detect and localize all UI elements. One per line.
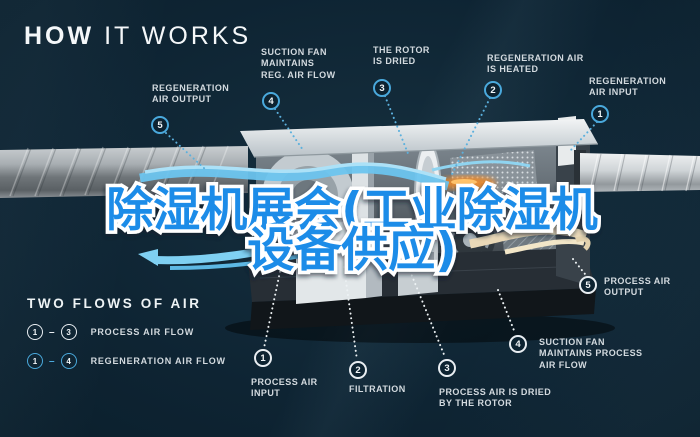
- label-filtration: FILTRATION: [349, 384, 406, 394]
- page-title-bold: HOW: [24, 22, 95, 50]
- legend-row-process: 1 – 3 PROCESS AIR FLOW: [27, 324, 226, 340]
- label-suction-fan-reg: SUCTION FAN MAINTAINS REG. AIR FLOW: [261, 47, 336, 80]
- label-suction-fan-process: SUCTION FAN MAINTAINS PROCESS AIR FLOW: [539, 337, 643, 370]
- label-regeneration-air-input: REGENERATION AIR INPUT: [589, 76, 667, 98]
- legend-circle-to: 3: [60, 324, 77, 340]
- page-title-light: IT WORKS: [104, 22, 252, 50]
- label-rotor-dried: THE ROTOR IS DRIED: [373, 45, 430, 67]
- regeneration-leader-lines: [165, 95, 598, 175]
- legend-title: TWO FLOWS OF AIR: [27, 296, 202, 311]
- marker-regen-1: 1: [591, 105, 609, 123]
- legend-circle-from: 1: [27, 324, 43, 340]
- page-title: HOW IT WORKS: [24, 22, 251, 51]
- legend-label-process: PROCESS AIR FLOW: [90, 327, 195, 337]
- marker-regen-5: 5: [151, 116, 169, 134]
- right-duct: [574, 150, 700, 194]
- legend-row-regeneration: 1 – 4 REGENERATION AIR FLOW: [27, 353, 226, 369]
- marker-process-5: 5: [579, 276, 597, 294]
- blue-airflow-ribbons: [138, 160, 531, 270]
- marker-process-3: 3: [438, 359, 456, 377]
- marker-process-1: 1: [254, 349, 272, 367]
- process-leader-lines: [263, 258, 586, 361]
- legend-dash: –: [49, 355, 55, 367]
- legend-circle-from: 1: [27, 353, 43, 369]
- legend: TWO FLOWS OF AIR 1 – 3 PROCESS AIR FLOW …: [27, 296, 226, 369]
- legend-circle-to: 4: [60, 353, 77, 369]
- label-process-air-dried: PROCESS AIR IS DRIED BY THE ROTOR: [439, 387, 552, 409]
- label-process-air-output: PROCESS AIR OUTPUT: [604, 276, 671, 298]
- marker-regen-2: 2: [484, 81, 502, 99]
- label-process-air-input: PROCESS AIR INPUT: [251, 377, 318, 399]
- label-regeneration-air-heated: REGENERATION AIR IS HEATED: [487, 53, 584, 75]
- marker-process-2: 2: [349, 361, 367, 379]
- machine-interior: [240, 116, 599, 330]
- cream-airflow-ribbons: [469, 225, 591, 255]
- label-regeneration-air-output: REGENERATION AIR OUTPUT: [152, 83, 230, 105]
- marker-regen-4: 4: [262, 92, 280, 110]
- marker-process-4: 4: [509, 335, 527, 353]
- legend-dash: –: [49, 326, 55, 338]
- legend-label-regeneration: REGENERATION AIR FLOW: [90, 356, 226, 366]
- marker-regen-3: 3: [373, 79, 391, 97]
